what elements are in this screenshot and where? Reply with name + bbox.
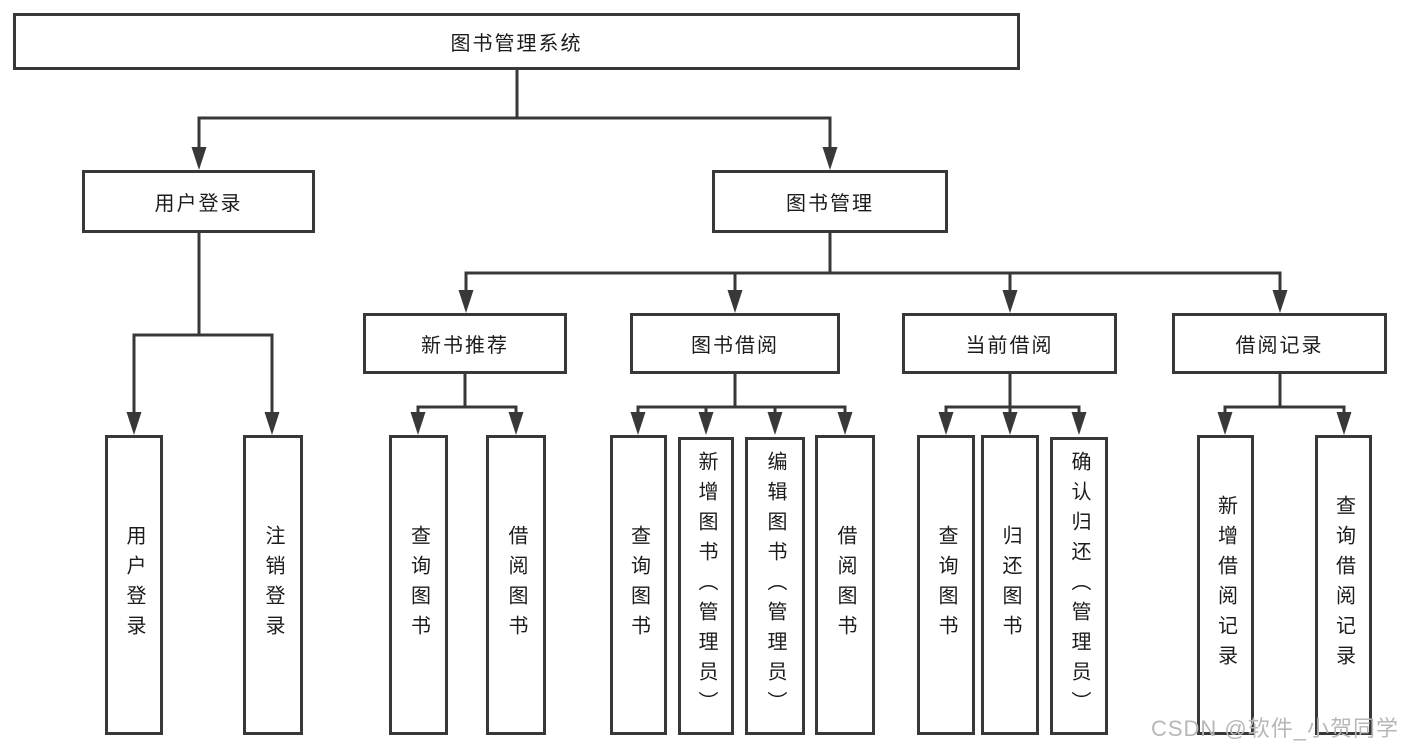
leaf-user-login: 用户登录: [105, 435, 163, 735]
leaf-query-borrow-record: 查询借阅记录: [1315, 435, 1372, 735]
leaf-logout: 注销登录: [243, 435, 303, 735]
leaf-add-book-admin: 新增图书（管理员）: [678, 437, 734, 735]
leaf-query-borrow-record-label: 查询借阅记录: [1332, 495, 1355, 675]
node-book-management: 图书管理: [712, 170, 948, 233]
leaf-borrow-books-label: 借阅图书: [834, 525, 856, 645]
leaf-borrow-books-recommend-label: 借阅图书: [505, 525, 527, 645]
node-book-borrowing: 图书借阅: [630, 313, 840, 374]
leaf-borrow-books: 借阅图书: [815, 435, 875, 735]
node-borrowing-records: 借阅记录: [1172, 313, 1387, 374]
leaf-add-book-admin-label: 新增图书（管理员）: [695, 451, 717, 721]
csdn-watermark: CSDN @软件_小贺同学: [1150, 716, 1399, 741]
leaf-add-borrow-record: 新增借阅记录: [1197, 435, 1254, 735]
node-library-management-system: 图书管理系统: [13, 13, 1020, 70]
leaf-query-books-current-label: 查询图书: [935, 525, 957, 645]
leaf-query-books-recommend-label: 查询图书: [407, 525, 430, 645]
node-new-book-recommendation: 新书推荐: [363, 313, 567, 374]
leaf-query-books-recommend: 查询图书: [389, 435, 448, 735]
leaf-return-book-label: 归还图书: [999, 525, 1021, 645]
leaf-edit-book-admin-label: 编辑图书（管理员）: [764, 451, 786, 721]
leaf-return-book: 归还图书: [981, 435, 1039, 735]
leaf-query-books-borrow-label: 查询图书: [627, 525, 650, 645]
node-current-borrowing: 当前借阅: [902, 313, 1117, 374]
leaf-edit-book-admin: 编辑图书（管理员）: [745, 437, 805, 735]
leaf-query-books-borrow: 查询图书: [610, 435, 667, 735]
arrowheads: [126, 147, 1352, 435]
leaf-add-borrow-record-label: 新增借阅记录: [1214, 495, 1237, 675]
leaf-confirm-return-admin: 确认归还（管理员）: [1050, 437, 1108, 735]
leaf-logout-label: 注销登录: [262, 525, 284, 645]
leaf-borrow-books-recommend: 借阅图书: [486, 435, 546, 735]
leaf-confirm-return-admin-label: 确认归还（管理员）: [1068, 451, 1090, 721]
leaf-user-login-label: 用户登录: [123, 525, 145, 645]
leaf-query-books-current: 查询图书: [917, 435, 975, 735]
node-user-login: 用户登录: [82, 170, 315, 233]
